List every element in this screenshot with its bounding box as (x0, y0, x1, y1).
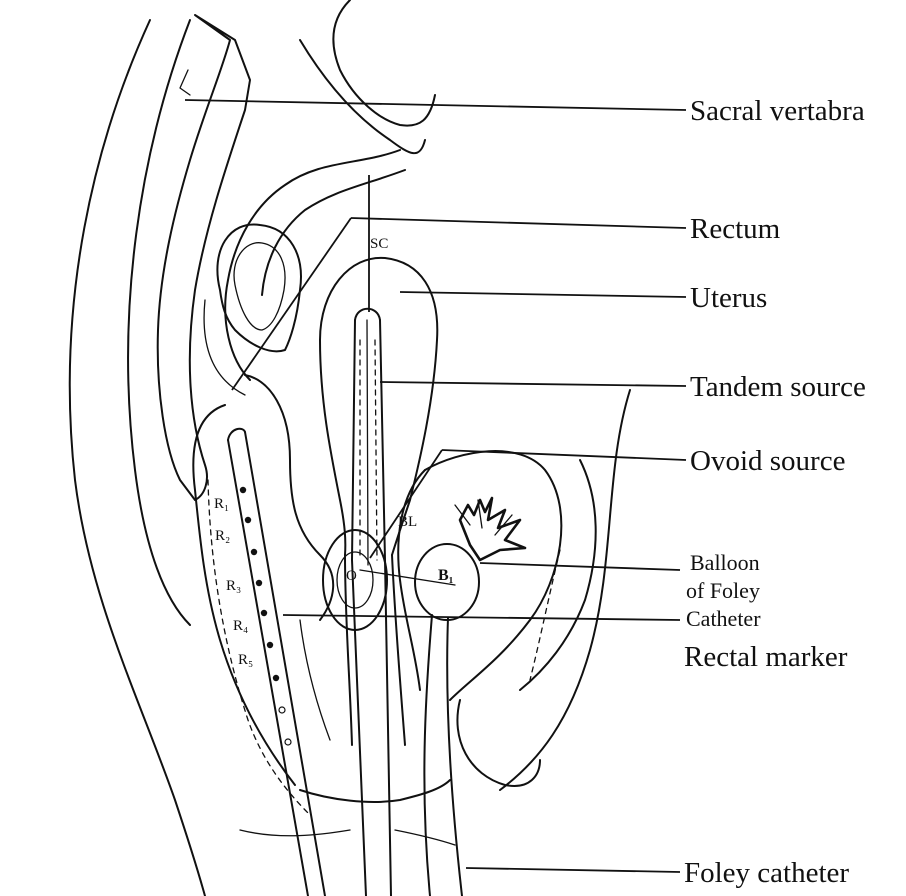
r4-mark: R₄ (233, 618, 248, 634)
leader-lines (185, 100, 686, 872)
rectal-dot (256, 580, 262, 586)
foley-tube-right (447, 618, 462, 896)
rectal-dot (279, 707, 285, 713)
tandem-inner-dash (360, 340, 377, 560)
label-balloon-line2: of Foley (686, 578, 760, 603)
leader-rectal-marker (283, 615, 680, 620)
rectal-dot (267, 642, 273, 648)
sc-mark: SC (370, 236, 388, 252)
label-rectal-marker: Rectal marker (684, 641, 848, 673)
foley-tube-left (424, 615, 432, 896)
r5-mark: R₅ (238, 652, 253, 668)
vertebra-notch (180, 70, 190, 95)
sacrum-outer-curve (70, 20, 205, 896)
rectal-dot (245, 517, 251, 523)
rectal-dot (285, 739, 291, 745)
abdominal-curve-top (333, 0, 435, 126)
peritoneal-fold-inner (262, 170, 405, 295)
r3-mark: R₃ (226, 578, 241, 594)
label-rectum: Rectum (690, 213, 781, 245)
uterus-left-wall (320, 340, 345, 555)
label-sacral-vertebra: Sacral vertabra (690, 95, 865, 127)
leader-tandem (380, 382, 686, 386)
label-balloon-line3: Catheter (686, 606, 761, 631)
r2-mark: R₂ (215, 528, 230, 544)
rectal-dot (261, 610, 267, 616)
label-balloon-line1: Balloon (690, 550, 760, 575)
abdominal-curve-upper (300, 40, 425, 153)
leader-balloon (480, 563, 680, 570)
sacral-vertebra-block (158, 15, 250, 500)
perineal-lower (240, 830, 455, 845)
rectal-dot (240, 487, 246, 493)
uterus-outline (320, 258, 437, 555)
leader-rectum-horizontal (351, 218, 686, 228)
label-ovoid-source: Ovoid source (690, 445, 845, 477)
tandem-source-line (367, 320, 368, 565)
rectal-dot (273, 675, 279, 681)
leader-ovoid-horizontal (442, 450, 686, 460)
bladder-blood-vessels (460, 498, 525, 560)
r1-mark: R₁ (214, 496, 229, 512)
o-mark: O (346, 568, 357, 584)
labels: Sacral vertabra Rectum Uterus Tandem sou… (684, 95, 866, 889)
label-foley-catheter: Foley catheter (684, 857, 849, 889)
bowel-loop-inner (234, 243, 285, 330)
bowel-loop-outer (217, 224, 301, 351)
b1-mark: B₁ (438, 567, 454, 584)
anatomy-drawing: SC R₁ R₂ R₃ R₄ R₅ BL B₁ O (70, 0, 630, 896)
tandem-tip (355, 309, 380, 320)
rectal-marker-tube-left (228, 440, 308, 896)
bl-mark: BL (398, 514, 417, 530)
leader-foley-catheter (466, 868, 680, 872)
label-uterus: Uterus (690, 282, 767, 314)
posterior-fold (300, 620, 330, 740)
leader-sacral (185, 100, 686, 110)
leader-ovoid-diagonal (370, 450, 442, 558)
rectal-marker-tube-top (228, 429, 245, 440)
anterior-wall-outer (500, 390, 630, 790)
perineal-body (300, 780, 450, 802)
rectal-dot (251, 549, 257, 555)
label-tandem-source: Tandem source (690, 371, 866, 403)
rectum-outline (193, 405, 295, 785)
rectal-marker-tube-right (245, 432, 325, 896)
leader-uterus (400, 292, 686, 297)
peritoneal-fold (225, 150, 400, 380)
perineum-curve (457, 700, 540, 786)
